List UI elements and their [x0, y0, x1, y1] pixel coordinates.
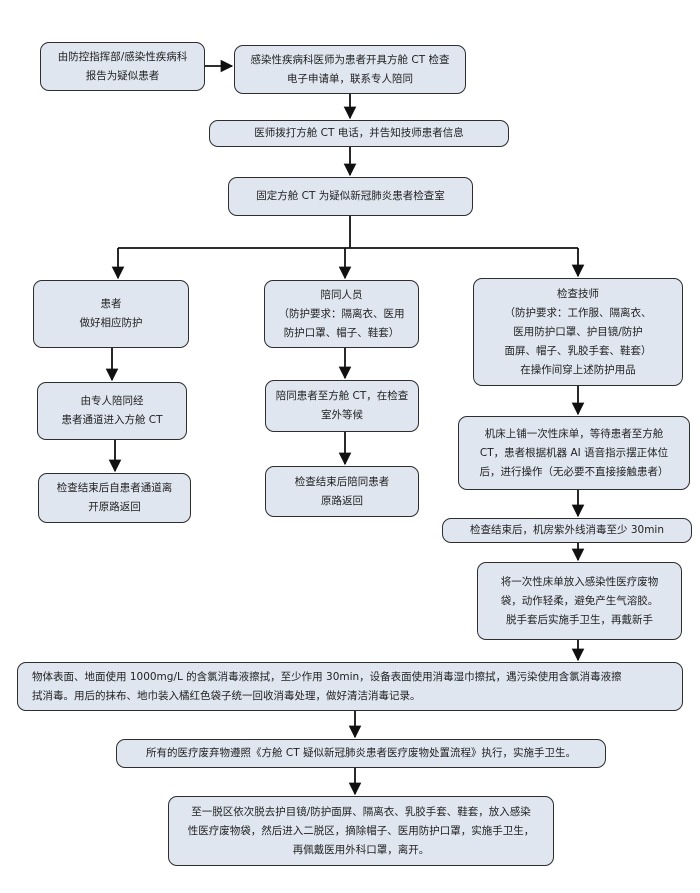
node-fixed-ct-room: 固定方舱 CT 为疑似新冠肺炎患者检查室	[228, 177, 473, 216]
node-escort-return: 检查结束后陪同患者 原路返回	[265, 466, 419, 517]
node-technician: 检查技师 （防护要求：工作服、隔离衣、 医用防护口罩、护目镜/防护 面屏、帽子、…	[473, 278, 683, 386]
node-medical-waste: 所有的医疗废弃物遵照《方舱 CT 疑似新冠肺炎患者医疗废物处置流程》执行，实施手…	[116, 739, 606, 768]
node-tech-operate: 机床上铺一次性床单，等待患者至方舱 CT，患者根据机器 AI 语音指示摆正体位 …	[458, 416, 690, 490]
node-ct-order: 感染性疾病科医师为患者开具方舱 CT 检查 电子申请单，联系专人陪同	[234, 45, 466, 94]
node-call-technician: 医师拨打方舱 CT 电话，并告知技师患者信息	[209, 120, 509, 147]
node-sheet-disposal: 将一次性床单放入感染性医疗废物 袋，动作轻柔，避免产生气溶胶。 脱手套后实施手卫…	[477, 562, 682, 640]
node-uv-disinfection: 检查结束后，机房紫外线消毒至少 30min	[442, 518, 692, 543]
node-doffing-exit: 至一脱区依次脱去护目镜/防护面屏、隔离衣、乳胶手套、鞋套，放入感染 性医疗废物袋…	[168, 796, 554, 866]
node-report-suspected: 由防控指挥部/感染性疾病科 报告为疑似患者	[40, 42, 205, 91]
node-patient: 患者 做好相应防护	[33, 280, 189, 348]
node-escort: 陪同人员 （防护要求：隔离衣、医用 防护口罩、帽子、鞋套）	[264, 280, 419, 348]
node-surface-disinfection: 物体表面、地面使用 1000mg/L 的含氯消毒液擦拭，至少作用 30min，设…	[17, 662, 683, 711]
node-escort-wait: 陪同患者至方舱 CT，在检查 室外等候	[265, 380, 419, 432]
node-patient-enter: 由专人陪同经 患者通道进入方舱 CT	[37, 382, 187, 440]
node-patient-return: 检查结束后自患者通道离 开原路返回	[38, 473, 191, 523]
